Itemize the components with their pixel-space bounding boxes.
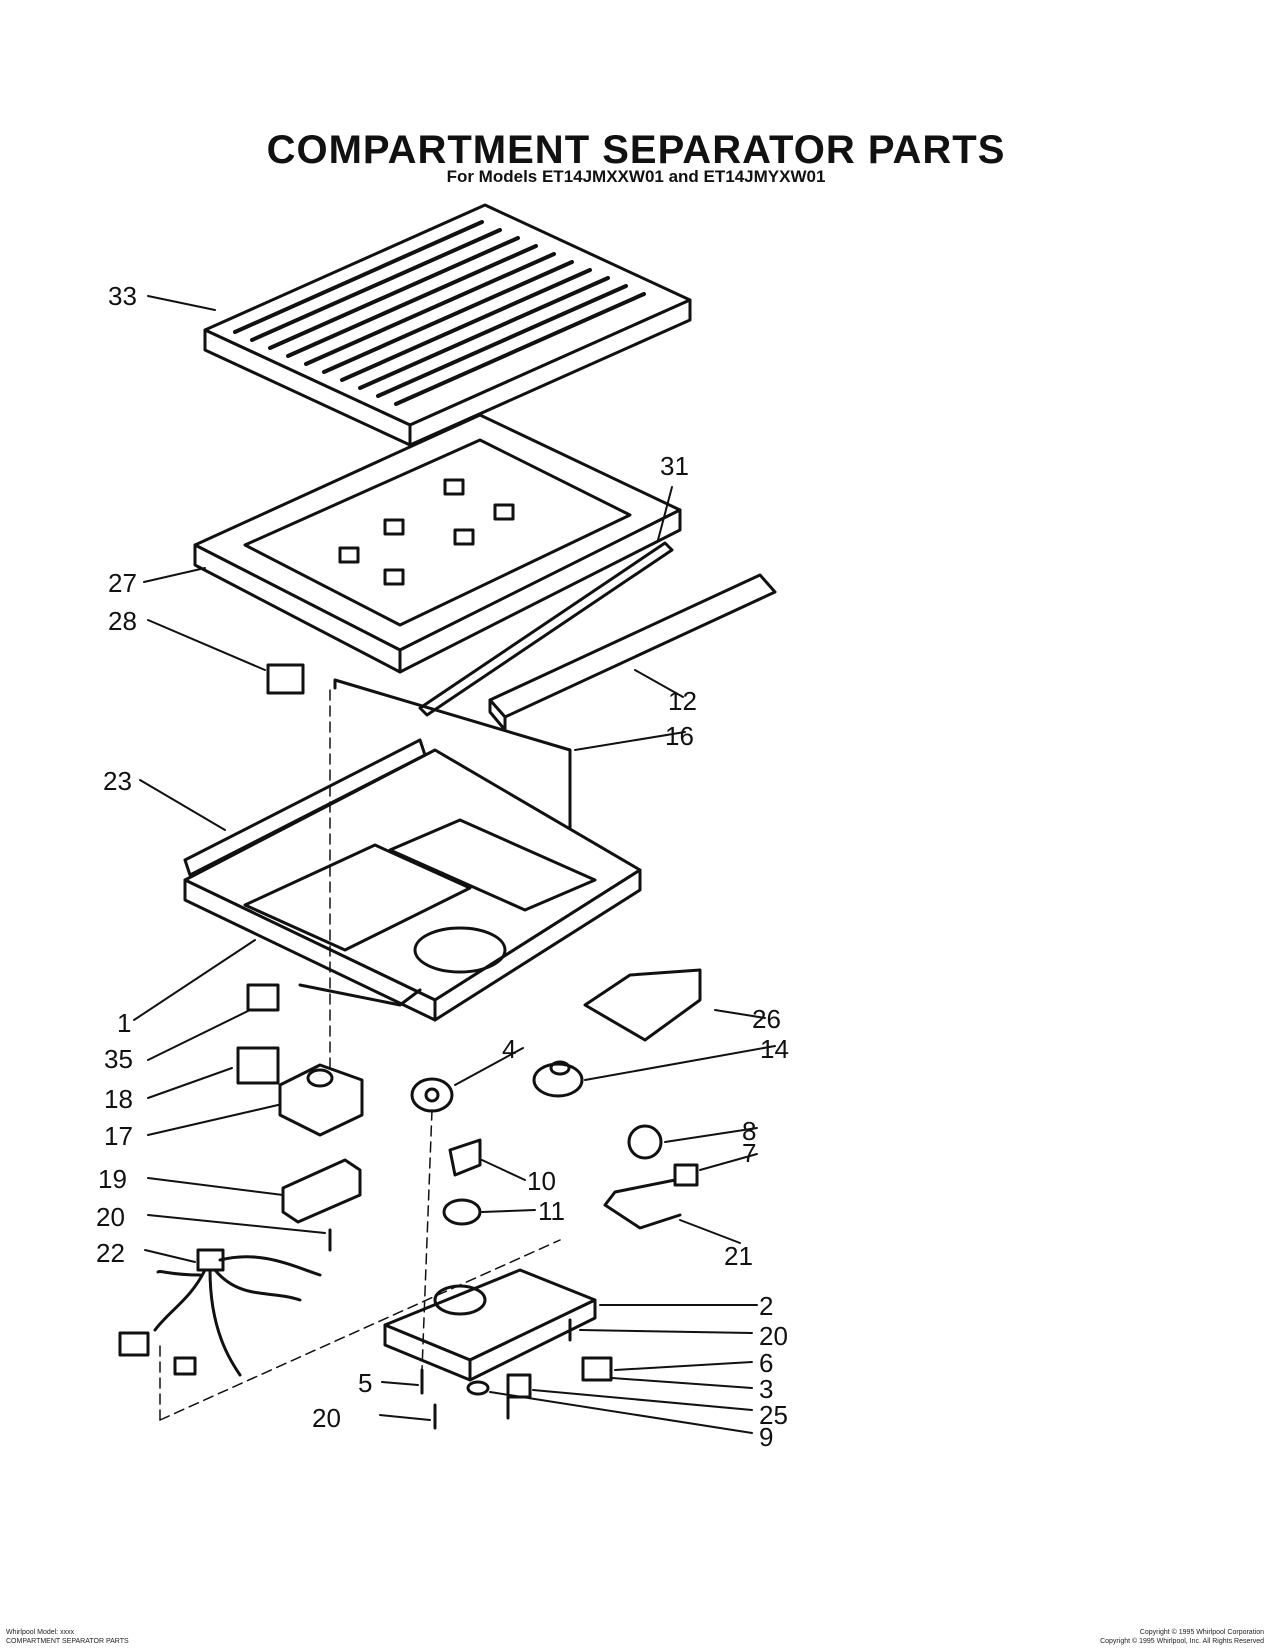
part-11-washer — [442, 1198, 482, 1226]
callout-33: 33 — [108, 281, 137, 311]
part-21-leads — [603, 1178, 682, 1230]
callout-20: 20 — [96, 1202, 125, 1232]
callout-20: 20 — [759, 1321, 788, 1351]
diagram-subtitle: For Models ET14JMXXW01 and ET14JMYXW01 — [446, 167, 826, 186]
callout-28: 28 — [108, 606, 137, 636]
part-31-strip — [418, 541, 674, 717]
part-18-plate — [236, 1046, 280, 1085]
callout-26: 26 — [752, 1004, 781, 1034]
callout-20: 20 — [312, 1403, 341, 1433]
callout-25: 25 — [759, 1400, 788, 1430]
callout-23: 23 — [103, 766, 132, 796]
callout-19: 19 — [98, 1164, 127, 1194]
callout-10: 10 — [527, 1166, 556, 1196]
callout-21: 21 — [724, 1241, 753, 1271]
callout-4: 4 — [502, 1034, 516, 1064]
callout-31: 31 — [660, 451, 689, 481]
callout-11: 11 — [538, 1196, 565, 1226]
callout-16: 16 — [665, 721, 694, 751]
footer-left: Whirlpool Model: xxxx COMPARTMENT SEPARA… — [6, 1628, 129, 1646]
part-2-housing — [383, 1268, 597, 1382]
callout-1: 1 — [117, 1008, 131, 1038]
callout-2: 2 — [759, 1291, 773, 1321]
part-9-grommet — [466, 1380, 490, 1396]
callout-27: 27 — [108, 568, 137, 598]
part-17-housing — [278, 1063, 364, 1137]
callout-9: 9 — [759, 1422, 773, 1452]
part-26-baffle — [583, 968, 702, 1042]
callout-22: 22 — [96, 1238, 125, 1268]
callout-35: 35 — [104, 1044, 133, 1074]
part-25-switch — [506, 1373, 532, 1399]
callout-17: 17 — [104, 1121, 133, 1151]
callout-12: 12 — [668, 686, 697, 716]
footer-left-line2: COMPARTMENT SEPARATOR PARTS — [6, 1638, 129, 1645]
part-8-bulb — [627, 1124, 663, 1160]
part-23-separator — [183, 738, 642, 1022]
part-28-block — [266, 663, 305, 695]
callout-18: 18 — [104, 1084, 133, 1114]
part-19-control — [281, 1158, 362, 1224]
footer-right-line1: Copyright © 1995 Whirlpool Corporation — [1139, 1629, 1264, 1636]
part-4-knob — [410, 1077, 454, 1113]
part-33-shelf — [203, 203, 692, 447]
part-35-bracket — [246, 983, 280, 1012]
part-10-switch — [448, 1138, 482, 1177]
part-14-grommet — [532, 1060, 584, 1098]
diagram-title: COMPARTMENT SEPARATOR PARTS — [266, 128, 1006, 172]
part-7-socket — [673, 1163, 699, 1187]
callout-6: 6 — [759, 1348, 773, 1378]
callout-7: 7 — [742, 1138, 756, 1168]
callout-8: 8 — [742, 1116, 756, 1146]
callout-14: 14 — [760, 1034, 789, 1064]
part-27-cover — [193, 413, 682, 674]
footer-right: Copyright © 1995 Whirlpool Corporation C… — [1100, 1628, 1264, 1646]
part-6-knob — [581, 1356, 613, 1382]
callout-5: 5 — [358, 1368, 372, 1398]
callout-3: 3 — [759, 1374, 773, 1404]
footer-right-line2: Copyright © 1995 Whirlpool, Inc. All Rig… — [1100, 1638, 1264, 1645]
part-16-wire — [333, 678, 572, 882]
footer-left-line1: Whirlpool Model: xxxx — [6, 1629, 75, 1636]
part-22-harness — [118, 1248, 322, 1377]
